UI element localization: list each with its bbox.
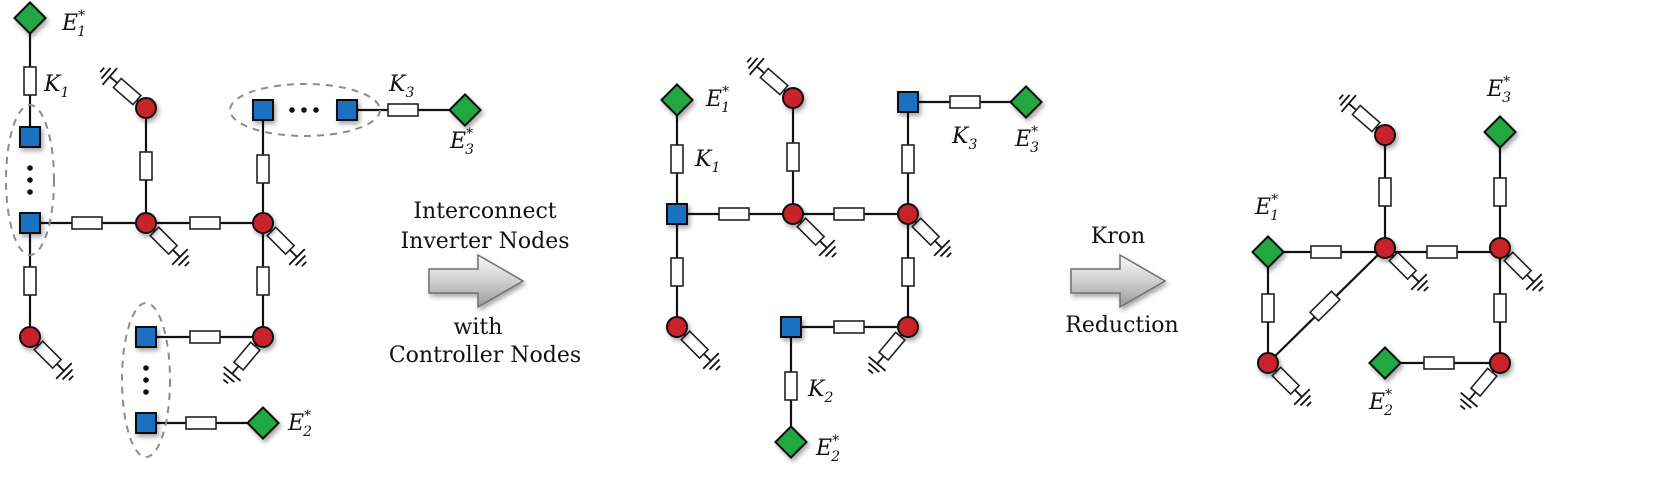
step2-line2: Reduction (1065, 313, 1178, 338)
step-interconnect: Interconnect Inverter Nodes with Control… (389, 199, 581, 368)
arrow-right-icon (1070, 253, 1167, 309)
inverter-group-top (229, 83, 381, 137)
inverter-node (780, 316, 802, 338)
label-e3: E*3 (1486, 74, 1511, 106)
impedance-k3 (387, 103, 419, 117)
label-e2: E*2 (287, 408, 312, 440)
impedance (833, 320, 865, 334)
bus-node (1257, 352, 1279, 374)
inverter-group-left (5, 104, 55, 256)
source-node-e1 (13, 1, 47, 35)
impedance-k1 (670, 144, 684, 174)
label-k3: K3 (388, 72, 414, 101)
label-k3: K3 (951, 124, 977, 153)
label-k1: K1 (694, 147, 720, 176)
label-e1: E*1 (705, 84, 730, 116)
impedance (1493, 293, 1507, 323)
bus-node (1374, 237, 1396, 259)
source-node-e3 (448, 93, 482, 127)
inverter-node (897, 91, 919, 113)
bus-node (666, 316, 688, 338)
label-e1: E*1 (61, 8, 86, 40)
bus-node (1374, 124, 1396, 146)
impedance (256, 266, 270, 296)
impedance (833, 207, 865, 221)
impedance (718, 207, 750, 221)
interconnected-network: E*1 K1 K3 E*3 K2 E*2 (660, 57, 1043, 465)
impedance-k2 (784, 371, 798, 401)
reduced-network: E*1 E*3 E*2 (1251, 74, 1544, 419)
bus-node (135, 97, 157, 119)
inverter-node (336, 99, 358, 121)
label-e2: E*2 (1368, 387, 1393, 419)
impedance (1308, 290, 1342, 322)
step1-line1: Interconnect (413, 199, 556, 224)
step1-line2: Inverter Nodes (400, 229, 569, 254)
source-node-e2 (774, 425, 808, 459)
impedance (1426, 245, 1458, 259)
impedance (23, 266, 37, 296)
bus-node (1489, 237, 1511, 259)
bus-node (782, 87, 804, 109)
impedance (901, 144, 915, 174)
impedance (189, 216, 221, 230)
bus-node (782, 203, 804, 225)
bus-node (252, 212, 274, 234)
shunt-ground (262, 222, 307, 267)
impedance (71, 216, 103, 230)
bus-node (897, 203, 919, 225)
impedance (1310, 245, 1342, 259)
shunt-ground (29, 336, 74, 381)
source-node-e3 (1483, 115, 1517, 149)
impedance (901, 257, 915, 287)
arrow-right-icon (428, 253, 525, 309)
bus-node (135, 212, 157, 234)
impedance (256, 154, 270, 184)
impedance (670, 257, 684, 287)
source-node-e2 (1368, 346, 1402, 380)
impedance (189, 330, 221, 344)
shunt-ground (1459, 362, 1501, 411)
label-k2: K2 (807, 377, 833, 406)
ellipsis-dots (27, 107, 319, 395)
impedance (1423, 356, 1455, 370)
inverter-node (135, 326, 157, 348)
bus-node (252, 326, 274, 348)
inverter-node (135, 412, 157, 434)
inverter-node (19, 212, 41, 234)
label-e3: E*3 (1014, 124, 1039, 156)
source-node-e1 (660, 83, 694, 117)
impedance-k3 (949, 95, 981, 109)
source-node-e3 (1009, 85, 1043, 119)
impedance (1378, 177, 1392, 207)
impedance (786, 142, 800, 172)
original-network: E*1 K1 K3 E*3 E*2 (5, 1, 482, 458)
label-e1: E*1 (1254, 192, 1279, 224)
step1-line3: with (454, 315, 503, 340)
step1-line4: Controller Nodes (389, 343, 581, 368)
impedance (1493, 177, 1507, 207)
impedance-e2 (185, 416, 217, 430)
source-node-e1 (1251, 235, 1285, 269)
bus-node (19, 326, 41, 348)
inverter-node (666, 203, 688, 225)
impedance (139, 151, 153, 181)
bus-node (897, 316, 919, 338)
shunt-ground (1384, 247, 1429, 292)
inverter-node (252, 99, 274, 121)
impedance (1261, 293, 1275, 323)
label-e2: E*2 (815, 433, 840, 465)
step-kron-reduction: Kron Reduction (1065, 224, 1178, 338)
inverter-node (19, 126, 41, 148)
label-e3: E*3 (449, 126, 474, 158)
label-k1: K1 (43, 72, 69, 101)
source-node-e2 (246, 406, 280, 440)
bus-node (1489, 352, 1511, 374)
impedance-k1 (23, 66, 37, 96)
step2-line1: Kron (1091, 224, 1145, 249)
inverter-group-bottom (121, 302, 171, 458)
